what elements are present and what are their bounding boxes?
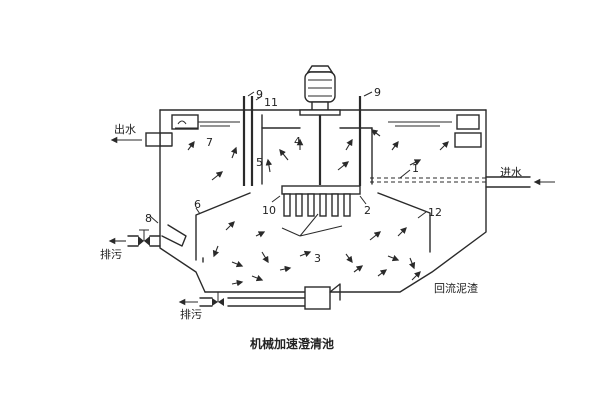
motor [299, 65, 341, 116]
label-num-8: 8 [145, 212, 152, 225]
valve-lower-icon [199, 291, 224, 307]
label-num-4: 4 [294, 135, 301, 148]
outlet-pipe [145, 132, 173, 147]
label-num-1: 1 [412, 162, 419, 175]
tank-inner-walls [195, 192, 431, 263]
second-reaction-chamber [261, 114, 373, 185]
label-num-12: 12 [428, 206, 442, 219]
label-return-sludge: 回流泥渣 [434, 281, 478, 295]
label-num-6: 6 [194, 198, 201, 211]
diagram-caption: 机械加速澄清池 [250, 336, 334, 351]
launder-right [454, 114, 482, 148]
label-num-10: 10 [262, 204, 276, 217]
launder-left [171, 114, 199, 130]
flow-arrows [187, 129, 449, 287]
guide-plate-left [242, 96, 254, 186]
label-num-9-right: 9 [374, 86, 381, 99]
label-num-7: 7 [206, 136, 213, 149]
sludge-pipe-upper [149, 224, 187, 247]
valve-upper-icon [127, 229, 150, 247]
label-sludge-discharge-top: 排污 [100, 247, 122, 261]
label-num-5: 5 [256, 156, 263, 169]
label-num-11: 11 [264, 96, 278, 109]
label-inlet: 进水 [500, 166, 522, 179]
label-outlet: 出水 [114, 122, 136, 136]
label-sludge-discharge-bottom: 排污 [180, 307, 202, 321]
water-surface [198, 121, 452, 127]
sludge-pipe-lower [227, 283, 341, 310]
label-num-3: 3 [314, 252, 321, 265]
leader-lines [149, 91, 427, 237]
label-num-9-left: 9 [256, 88, 263, 101]
inlet-pipe [370, 176, 531, 188]
impeller [281, 185, 361, 217]
label-num-2: 2 [364, 204, 371, 217]
